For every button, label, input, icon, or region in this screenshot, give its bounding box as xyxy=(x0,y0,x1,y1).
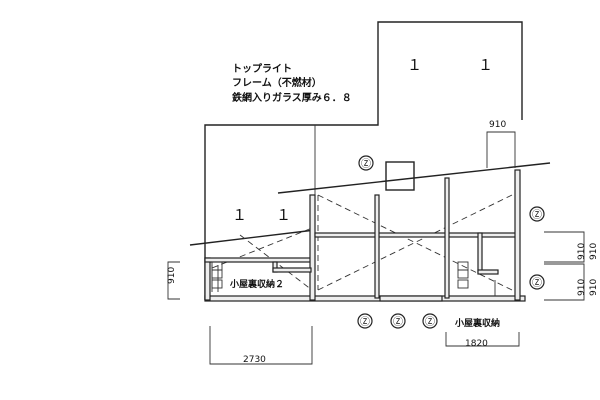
opening-details xyxy=(211,261,496,296)
dim-right-d: 910 xyxy=(589,279,599,296)
vent-box xyxy=(385,161,415,191)
note-line-3: 鉄網入りガラス厚み６．８ xyxy=(232,91,352,104)
note-line-2: フレーム（不燃材） xyxy=(232,76,322,89)
note-block: トップライト フレーム（不燃材） 鉄網入りガラス厚み６．８ xyxy=(232,62,352,104)
opening-marks: １ １ １ １ xyxy=(232,56,493,224)
opening-mark-4: １ xyxy=(276,206,291,224)
north-symbol-1: Ⓩ xyxy=(361,158,371,170)
dim-left: 910 xyxy=(167,267,177,284)
north-symbol-3: Ⓩ xyxy=(532,277,542,289)
walls xyxy=(204,169,526,302)
room-label-right: 小屋裏収納 xyxy=(454,317,500,329)
north-symbol-2: Ⓩ xyxy=(532,209,542,221)
north-symbol-6: Ⓩ xyxy=(425,316,435,328)
opening-mark-3: １ xyxy=(232,206,247,224)
room-label-left: 小屋裏収納２ xyxy=(229,278,284,290)
north-symbol-4: Ⓩ xyxy=(360,316,370,328)
dimension-lines xyxy=(167,131,585,365)
dimension-labels: 910 2730 1820 910 910 910 910 910 xyxy=(167,120,599,365)
dim-bottom-right: 1820 xyxy=(465,339,488,349)
dim-top: 910 xyxy=(489,120,506,130)
opening-mark-2: １ xyxy=(478,56,493,74)
opening-mark-1: １ xyxy=(407,56,422,74)
dim-right-c: 910 xyxy=(577,279,587,296)
dim-bottom-left: 2730 xyxy=(243,355,266,365)
note-line-1: トップライト xyxy=(232,62,292,75)
dim-right-b: 910 xyxy=(589,243,599,260)
room-labels: 小屋裏収納２ 小屋裏収納 xyxy=(229,278,500,329)
north-symbols: Ⓩ Ⓩ Ⓩ Ⓩ Ⓩ Ⓩ xyxy=(357,155,545,329)
dim-right-a: 910 xyxy=(577,243,587,260)
north-symbol-5: Ⓩ xyxy=(393,316,403,328)
